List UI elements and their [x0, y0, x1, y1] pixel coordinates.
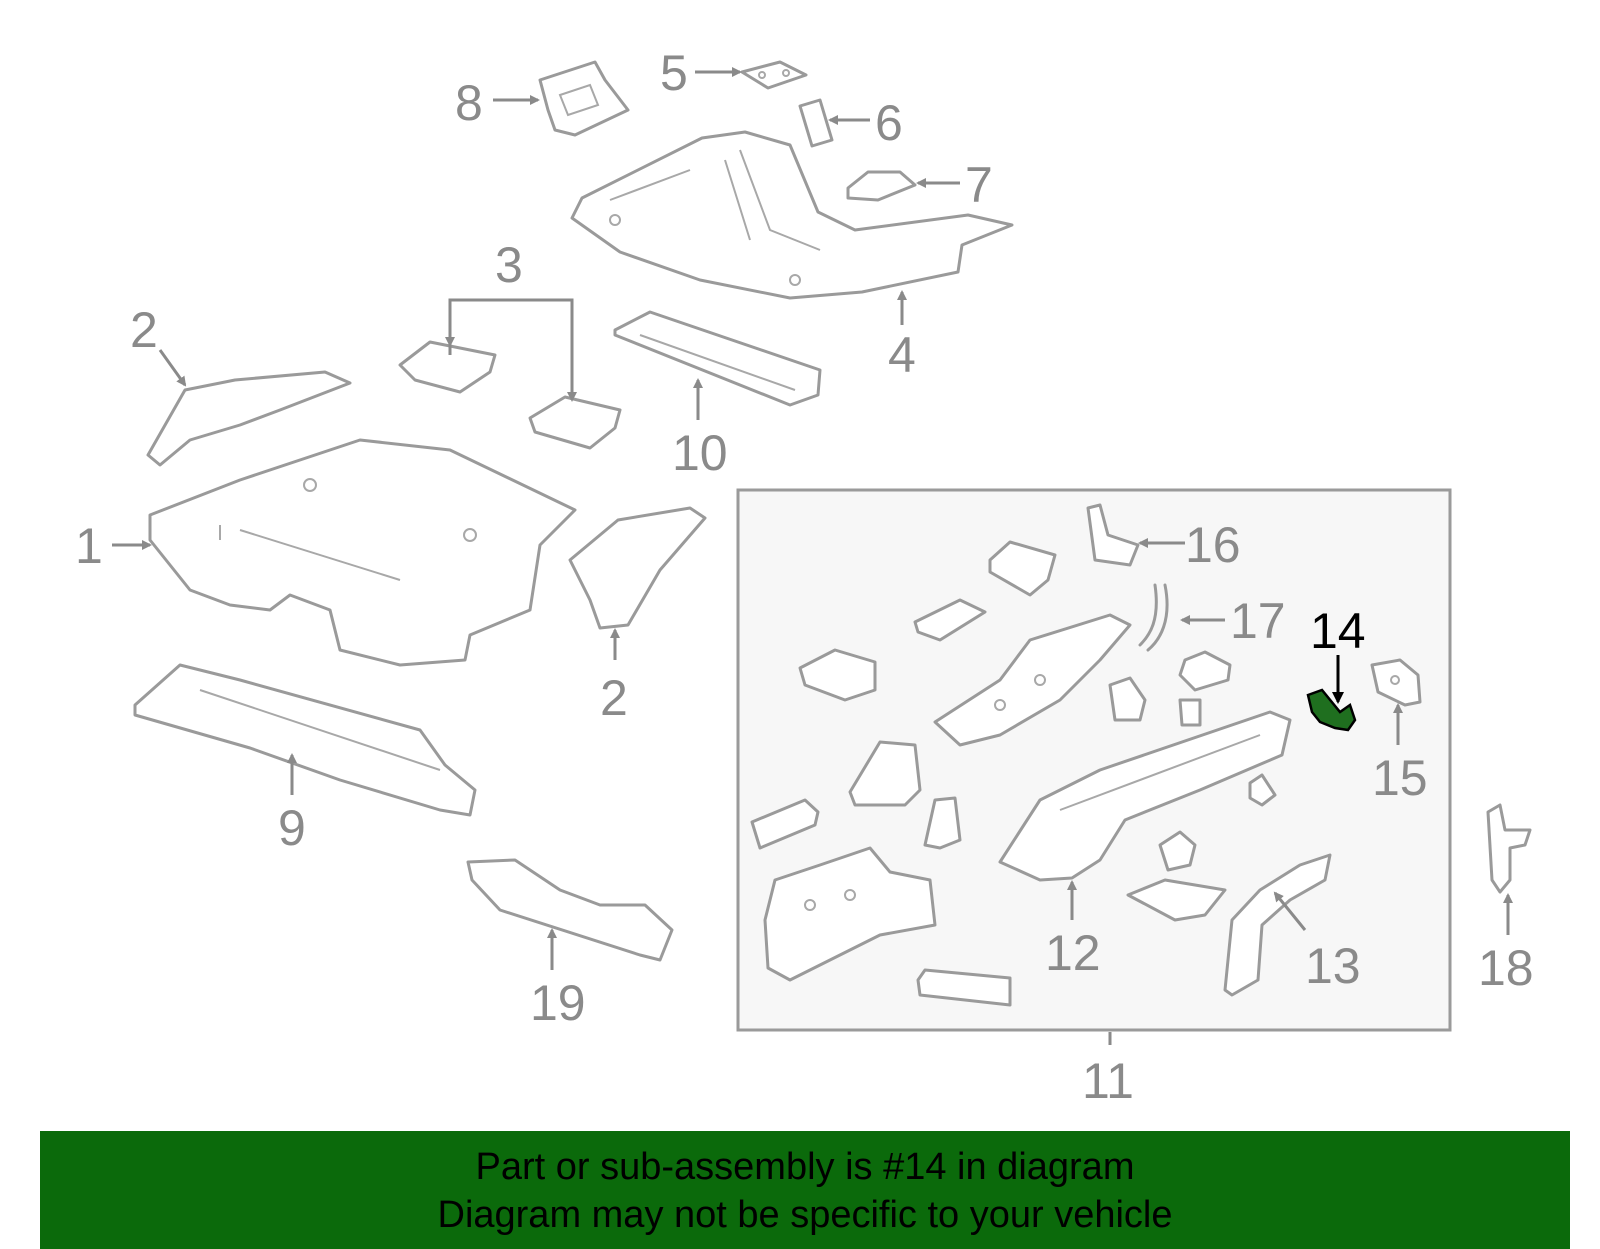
inset-small-bracket-mid[interactable] [1158, 773, 1277, 872]
callout-1: 1 [75, 518, 103, 574]
inset-plate-perforated[interactable] [913, 598, 987, 642]
parts-diagram: 1 2 2 3 4 5 6 7 8 9 10 11 12 13 14 15 16… [75, 45, 1534, 1109]
leader-lines [112, 67, 1513, 970]
part-3-brackets[interactable] [398, 340, 622, 450]
part-4-floor-pan[interactable] [570, 130, 1014, 300]
callout-6: 6 [875, 95, 903, 151]
callout-15: 15 [1372, 750, 1428, 806]
callout-11: 11 [1082, 1053, 1134, 1109]
callout-2-left: 2 [130, 302, 158, 358]
part-19-reinforcement[interactable] [466, 858, 674, 962]
callout-5: 5 [660, 45, 688, 101]
inset-plate-lower[interactable] [1126, 878, 1227, 922]
part-7-bracket[interactable] [846, 170, 917, 202]
part-15-plate[interactable] [1370, 658, 1422, 707]
inset-bracket-box[interactable] [750, 798, 820, 850]
callout-10: 10 [672, 425, 728, 481]
part-10-crossmember[interactable] [613, 310, 822, 407]
callout-14: 14 [1310, 603, 1366, 659]
callout-17: 17 [1230, 593, 1286, 649]
callout-8: 8 [455, 75, 483, 131]
callout-16: 16 [1185, 517, 1241, 573]
inset-bar-bottom[interactable] [916, 968, 1012, 1007]
part-9-rear-rail[interactable] [133, 663, 477, 817]
part-13-wheelhouse[interactable] [1223, 853, 1332, 997]
info-banner: Part or sub-assembly is #14 in diagram D… [40, 1131, 1570, 1249]
part-2-left-panel[interactable] [146, 370, 352, 467]
inset-floor-front[interactable] [763, 846, 937, 982]
inset-bracket-upper[interactable] [988, 540, 1057, 597]
part-17-tube[interactable] [1138, 583, 1169, 652]
banner-line-2: Diagram may not be specific to your vehi… [437, 1194, 1173, 1236]
callout-7: 7 [965, 157, 993, 213]
banner-line-1: Part or sub-assembly is #14 in diagram [475, 1146, 1135, 1188]
callout-4: 4 [888, 327, 916, 383]
part-6-pad[interactable] [798, 98, 834, 148]
callout-3: 3 [495, 237, 523, 293]
callout-2-right: 2 [600, 670, 628, 726]
part-1-rear-floor[interactable] [148, 438, 577, 667]
inset-small-clip[interactable] [923, 796, 962, 850]
part-5-plate[interactable] [740, 60, 808, 90]
callout-9: 9 [278, 800, 306, 856]
inset-floor-side[interactable] [933, 613, 1132, 747]
part-12-rail[interactable] [998, 710, 1292, 882]
part-2-right-panel[interactable] [568, 506, 707, 630]
inset-small-brackets[interactable] [1108, 650, 1232, 727]
callout-12: 12 [1045, 925, 1101, 981]
part-8-bracket[interactable] [538, 60, 630, 137]
inset-gusset[interactable] [848, 740, 922, 807]
callout-18: 18 [1478, 940, 1534, 996]
part-18-pillar[interactable] [1486, 803, 1532, 894]
callout-13: 13 [1305, 938, 1361, 994]
part-14-highlighted[interactable] [1306, 688, 1357, 732]
callout-19: 19 [530, 975, 586, 1031]
inset-bracket-left[interactable] [798, 648, 877, 702]
callout-labels: 1 2 2 3 4 5 6 7 8 9 10 11 12 13 14 15 16… [75, 45, 1534, 1109]
